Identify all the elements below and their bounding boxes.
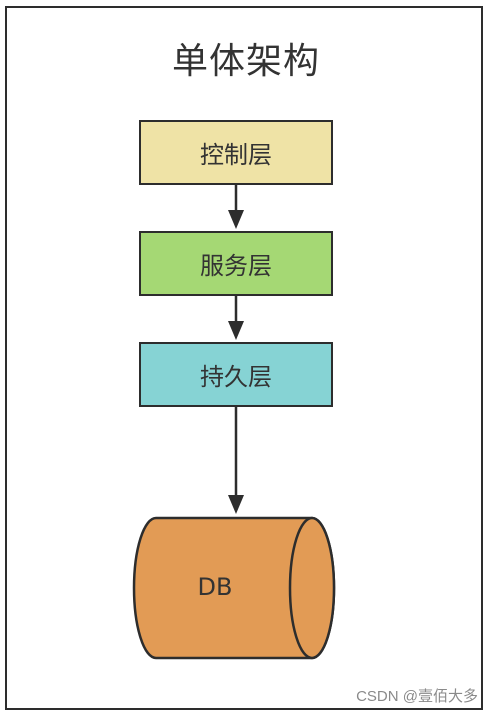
persistence-layer-label: 持久层 [200,363,272,391]
diagram-title: 单体架构 [171,41,320,82]
service-layer-label: 服务层 [200,252,272,280]
control-layer-label: 控制层 [200,141,272,169]
persistence-layer-box: 持久层 [139,342,333,407]
control-layer-box: 控制层 [139,120,333,185]
service-layer-box: 服务层 [139,231,333,296]
arrow-control-to-service-head [228,210,244,229]
database-cylinder [132,516,336,660]
csdn-watermark: CSDN @壹佰大多 [356,688,478,705]
database-label: DB [197,573,233,601]
arrow-persistence-to-db-head [228,495,244,514]
arrow-service-to-persistence-head [228,321,244,340]
database-cylinder-cap [288,516,336,660]
